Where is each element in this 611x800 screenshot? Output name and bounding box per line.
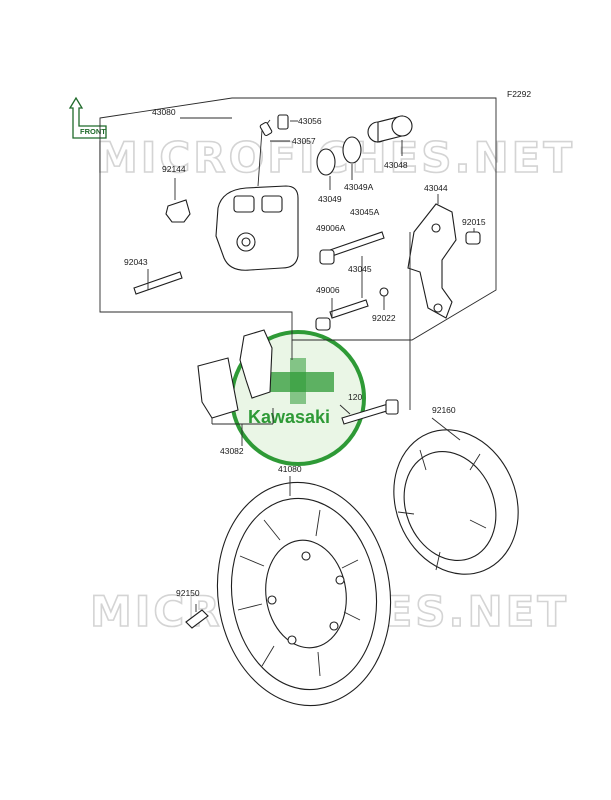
piston [367, 115, 413, 143]
figure-code: F2292 [507, 89, 531, 99]
label-41080: 41080 [278, 464, 302, 474]
logo-text: Kawasaki [248, 407, 330, 427]
caliper-assembly-outline [99, 97, 497, 341]
boot-49006a [319, 249, 335, 265]
seal-43049 [316, 148, 336, 176]
collar-92015 [465, 231, 481, 245]
label-92022: 92022 [372, 313, 396, 323]
label-43056: 43056 [298, 116, 322, 126]
label-92015: 92015 [462, 217, 486, 227]
label-120: 120 [348, 392, 362, 402]
pin-92043 [133, 271, 183, 295]
label-43045a: 43045A [350, 207, 380, 217]
ring-92160 [393, 429, 519, 575]
leader-lines [147, 117, 475, 612]
boot-49006 [315, 317, 331, 331]
label-43057: 43057 [292, 136, 316, 146]
caliper-body [215, 119, 299, 271]
label-92144: 92144 [162, 164, 186, 174]
label-43082: 43082 [220, 446, 244, 456]
bracket-43044 [407, 203, 457, 319]
front-arrow-label: FRONT [80, 127, 106, 136]
brake-pads [197, 329, 273, 419]
bolt-92150 [185, 609, 209, 629]
front-arrow-icon: FRONT [68, 96, 107, 139]
washer-92022 [379, 287, 389, 297]
sleeve-43045 [329, 299, 369, 319]
label-43044: 43044 [424, 183, 448, 193]
label-92043: 92043 [124, 257, 148, 267]
label-43049: 43049 [318, 194, 342, 204]
label-43080: 43080 [152, 107, 176, 117]
watermark-top: MICROFICHES.NET [96, 133, 575, 182]
label-43045: 43045 [348, 264, 372, 274]
bleed-valve [259, 114, 289, 137]
seal-43049a [342, 136, 362, 164]
label-49006a: 49006A [316, 223, 346, 233]
label-49006: 49006 [316, 285, 340, 295]
label-43049a: 43049A [344, 182, 374, 192]
label-92160: 92160 [432, 405, 456, 415]
brake-disc [216, 481, 392, 707]
label-92150: 92150 [176, 588, 200, 598]
spring-92144 [165, 199, 191, 223]
label-43048: 43048 [384, 160, 408, 170]
sleeve-43045a [329, 231, 385, 257]
